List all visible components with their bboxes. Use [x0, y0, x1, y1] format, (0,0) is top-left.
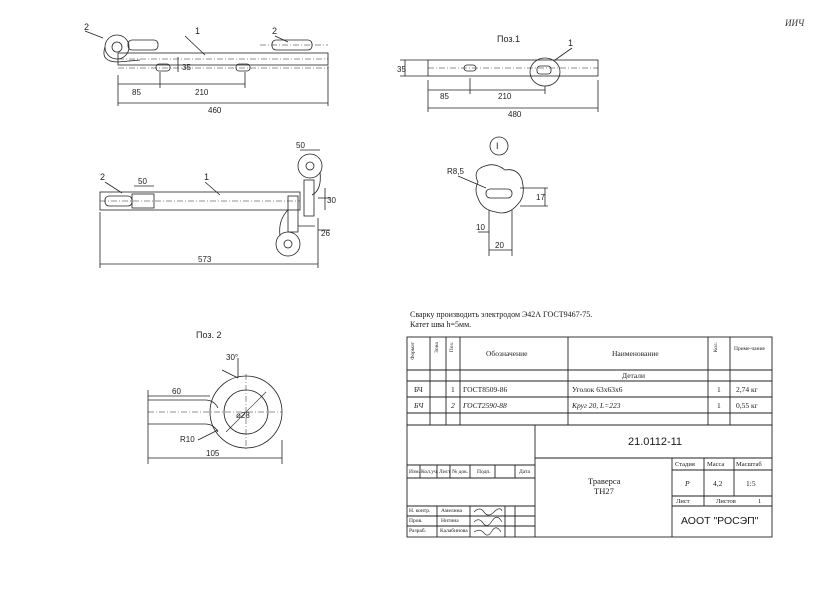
- row1-pos: 1: [451, 385, 455, 394]
- title-block: [406, 424, 773, 538]
- dim-d28: ø28: [236, 411, 250, 420]
- row1-designation: ГОСТ8509-86: [463, 385, 508, 394]
- welding-notes: Сварку производить электродом Э42А ГОСТ9…: [410, 310, 770, 330]
- detail-view: [457, 136, 548, 256]
- hdr-pos: Поз.: [449, 342, 455, 353]
- stage-label: Стадия: [675, 461, 695, 468]
- dim-60: 60: [172, 387, 181, 396]
- dim-26: 26: [321, 229, 330, 238]
- dim-30: 30: [327, 196, 336, 205]
- stage-value: Р: [685, 479, 690, 488]
- signer-name-1: Амелина: [441, 508, 462, 514]
- hdr-note: Приме-чание: [734, 346, 765, 352]
- dim-460: 460: [208, 106, 222, 115]
- row1-note: 2,74 кг: [736, 385, 758, 394]
- dim-105: 105: [206, 449, 220, 458]
- dim-480: 480: [508, 110, 522, 119]
- dim-slot: 35: [182, 63, 191, 72]
- corner-mark: ИИЧ: [785, 18, 805, 28]
- pos1-view: [400, 47, 599, 112]
- note-line-1: Сварку производить электродом Э42А ГОСТ9…: [410, 310, 593, 319]
- row2-pos: 2: [451, 401, 455, 410]
- rev-hdr-count: Кол.уч.: [421, 469, 439, 475]
- row1-format: БЧ: [414, 385, 423, 394]
- assembly-label-1: 1: [204, 172, 209, 182]
- dim-20: 20: [495, 241, 504, 250]
- top-view: [84, 30, 329, 106]
- dim-50-b: 50: [296, 141, 305, 150]
- row2-note: 0,55 кг: [736, 401, 758, 410]
- scale-value: 1:5: [746, 479, 756, 488]
- dim-10: 10: [476, 223, 485, 232]
- hdr-format: Формат: [410, 342, 416, 360]
- pos1-label: 1: [568, 38, 573, 48]
- row1-name: Уголок 63х63х6: [572, 385, 623, 394]
- assembly-view: [99, 149, 330, 268]
- detail-marker: I: [496, 141, 499, 151]
- signer-role-2: Пров.: [409, 518, 423, 524]
- row2-format: БЧ: [414, 401, 424, 410]
- top-view-label-1: 1: [195, 26, 200, 36]
- hdr-name: Наименование: [612, 349, 659, 358]
- row1-qty: 1: [717, 385, 721, 394]
- doc-number: 21.0112-11: [628, 436, 683, 448]
- sheets-label: Листов: [716, 498, 736, 505]
- row2-qty: 1: [717, 401, 721, 410]
- hdr-zone: Зона: [434, 342, 440, 353]
- row2-name: Круг 20, L=223: [572, 401, 621, 410]
- dim-r10: R10: [180, 435, 195, 444]
- rev-hdr-sheet: Лист: [439, 469, 451, 475]
- spec-table: [406, 336, 773, 426]
- signer-role-1: Н. контр.: [409, 508, 431, 514]
- hdr-designation: Обозначение: [486, 349, 528, 358]
- mass-value: 4,2: [713, 479, 723, 488]
- dim-573: 573: [198, 255, 212, 264]
- sheets-value: 1: [758, 498, 762, 505]
- signer-role-3: Разраб.: [409, 528, 427, 534]
- mass-label: Масса: [707, 461, 725, 468]
- dim-r85: R8,5: [447, 167, 464, 176]
- rev-hdr-change: Изм.: [409, 469, 420, 475]
- pos1-title: Поз.1: [497, 34, 520, 44]
- dim-30deg: 30°: [226, 353, 238, 362]
- note-line-2: Катет шва h=5мм.: [410, 320, 472, 329]
- dim-50-a: 50: [138, 177, 147, 186]
- dim-85-top: 85: [132, 88, 141, 97]
- row2-designation: ГОСТ2590-88: [463, 401, 507, 410]
- hdr-qty: Кол.: [713, 342, 719, 353]
- dim-35-pos1: 35: [397, 65, 406, 74]
- rev-hdr-sign: Подп.: [477, 469, 491, 475]
- dim-210-top: 210: [195, 88, 209, 97]
- signer-name-3: Калабинова: [440, 528, 468, 534]
- dim-17: 17: [536, 193, 545, 202]
- part-name-2: ТН27: [594, 486, 614, 496]
- signer-name-2: Нитина: [441, 518, 459, 524]
- company-name: АООТ "РОСЭП": [681, 515, 759, 527]
- pos2-title: Поз. 2: [196, 330, 222, 340]
- top-view-label-2b: 2: [272, 26, 277, 36]
- top-view-label-2a: 2: [84, 22, 89, 32]
- sheet-label: Лист: [676, 498, 690, 505]
- section-details: Детали: [622, 371, 646, 380]
- rev-hdr-doc: № док.: [452, 469, 469, 475]
- assembly-label-2: 2: [100, 172, 105, 182]
- pos2-view: [147, 358, 283, 464]
- dim-210-pos1: 210: [498, 92, 512, 101]
- scale-label: Масштаб: [736, 461, 762, 468]
- dim-85-pos1: 85: [440, 92, 449, 101]
- part-name-1: Траверса: [588, 476, 621, 486]
- rev-hdr-date: Дата: [519, 469, 530, 475]
